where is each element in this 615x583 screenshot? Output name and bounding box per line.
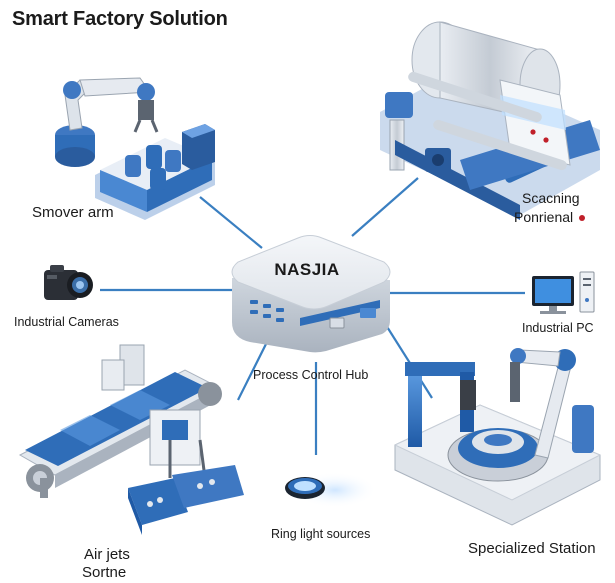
- hub-device-icon: [231, 235, 391, 353]
- link-scanner: [351, 177, 419, 237]
- label-scanning-text: Ponrienal: [514, 209, 574, 225]
- label-station: Specialized Station: [468, 540, 596, 557]
- label-scanning-line1: Scacning: [522, 190, 580, 206]
- hub-name: NASJIA: [274, 260, 340, 279]
- link-station: [383, 321, 433, 399]
- label-hub: Process Control Hub: [253, 368, 369, 382]
- status-dot: [579, 215, 586, 222]
- connection-links: [100, 177, 525, 455]
- label-ring-light: Ring light sources: [271, 527, 371, 541]
- ring-light-icon: [285, 472, 377, 508]
- link-arm: [199, 196, 263, 249]
- inspection-station-icon: [393, 348, 602, 526]
- roller-scanner-icon: [380, 21, 600, 220]
- label-arm: Smover arm: [32, 204, 114, 221]
- page-title: Smart Factory Solution: [12, 8, 228, 30]
- label-airjets-line1: Air jets: [84, 546, 130, 563]
- label-cameras: Industrial Cameras: [14, 315, 119, 329]
- robot-arm-icon: [55, 77, 215, 220]
- label-pc: Industrial PC: [522, 321, 594, 335]
- industrial-pc-icon: [532, 271, 595, 314]
- label-airjets-line2: Sortne: [82, 564, 127, 581]
- conveyor-sorter-icon: [18, 344, 244, 535]
- camera-icon: [44, 265, 93, 300]
- label-scanning-line2: Ponrienal: [514, 209, 586, 226]
